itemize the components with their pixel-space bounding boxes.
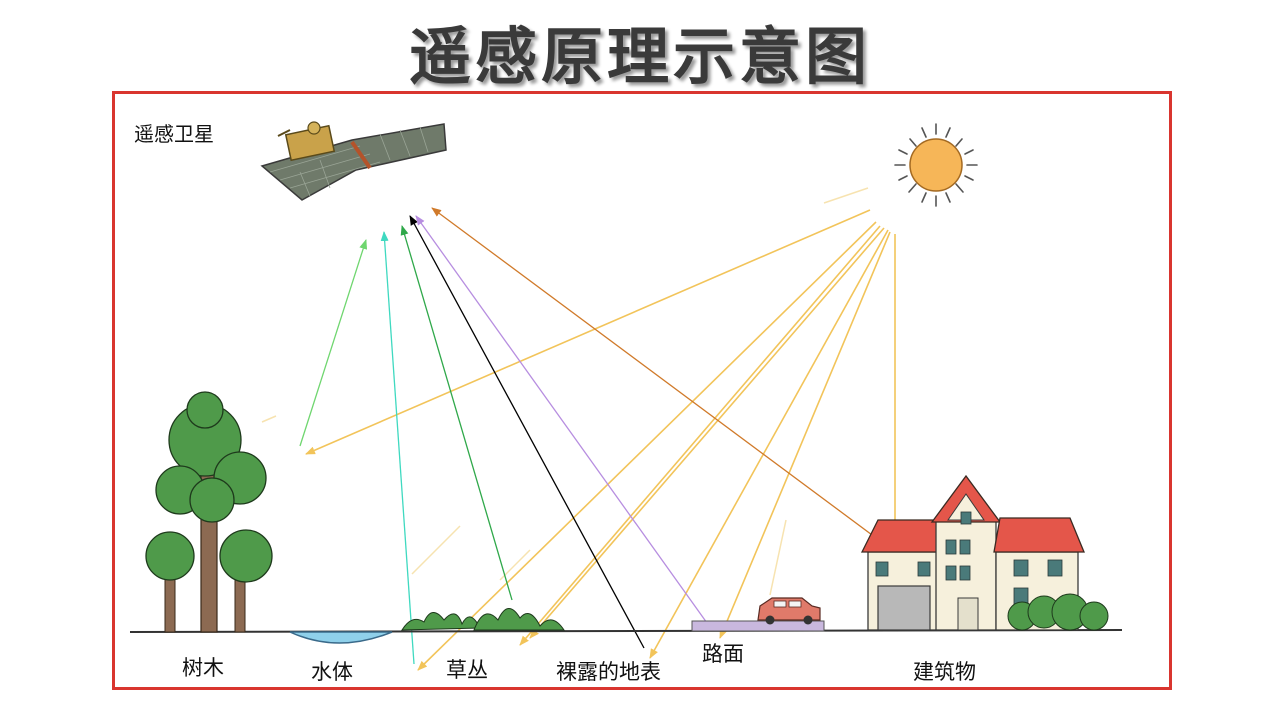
- trees-icon: [145, 391, 273, 633]
- building-icon: [860, 474, 1109, 631]
- water-reflection-ray: [380, 231, 415, 665]
- bare-ground-reflection-ray: [409, 215, 645, 649]
- road-icon: [691, 620, 825, 632]
- label-water: 水体: [311, 660, 353, 684]
- label-trees: 树木: [182, 656, 224, 680]
- incident-sunlight-rays: [305, 209, 899, 671]
- satellite-label: 遥感卫星: [134, 122, 214, 146]
- grass-reflection-ray: [400, 225, 513, 601]
- tree-reflection-ray: [299, 239, 368, 447]
- label-grass: 草丛: [446, 658, 488, 682]
- label-road: 路面: [702, 642, 744, 666]
- grass-icon: [401, 608, 565, 631]
- faint-light-rays: [261, 187, 869, 596]
- diagram-frame: [112, 91, 1172, 690]
- car-icon: [757, 597, 821, 625]
- building-reflection-ray: [431, 207, 896, 553]
- road-reflection-ray: [415, 215, 713, 631]
- label-building: 建筑物: [913, 660, 976, 684]
- water-icon: [289, 631, 393, 644]
- label-bare-ground: 裸露的地表: [556, 660, 661, 684]
- satellite-icon: [260, 121, 447, 201]
- page-title: 遥感原理示意图: [408, 20, 871, 93]
- sun-icon: [894, 123, 978, 207]
